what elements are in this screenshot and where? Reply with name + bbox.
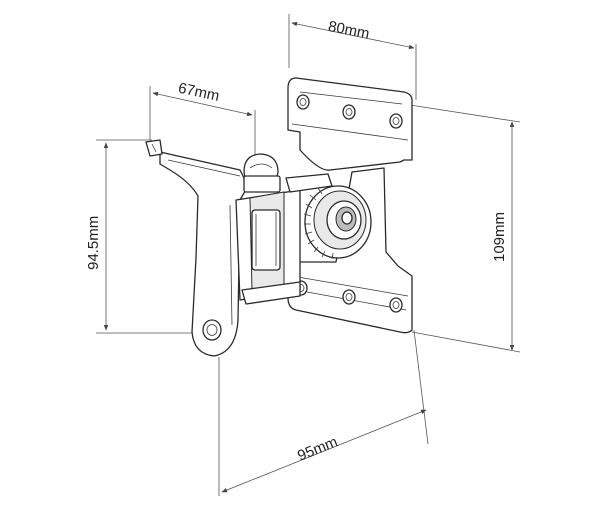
label-arm-width: 67mm [177, 80, 221, 105]
tension-knob [303, 185, 372, 260]
label-depth: 95mm [295, 433, 340, 464]
dimension-arm-width: 67mm [149, 80, 256, 160]
mounting-hole-icon [342, 289, 356, 305]
label-plate-height: 109mm [491, 212, 508, 262]
dimension-depth: 95mm [218, 329, 429, 496]
mounting-hole-icon [389, 297, 403, 313]
dimension-plate-height: 109mm [409, 104, 521, 353]
hinge-joint [235, 153, 333, 305]
mounting-hole-icon [296, 94, 310, 110]
mounting-hole-icon [389, 113, 403, 129]
pivot-hole-icon [202, 319, 222, 341]
dimension-arm-height: 94.5mm [85, 139, 196, 334]
label-arm-height: 94.5mm [85, 216, 102, 270]
swivel-arm [145, 139, 249, 357]
mounting-hole-icon [342, 104, 356, 120]
label-top-width: 80mm [327, 18, 371, 43]
